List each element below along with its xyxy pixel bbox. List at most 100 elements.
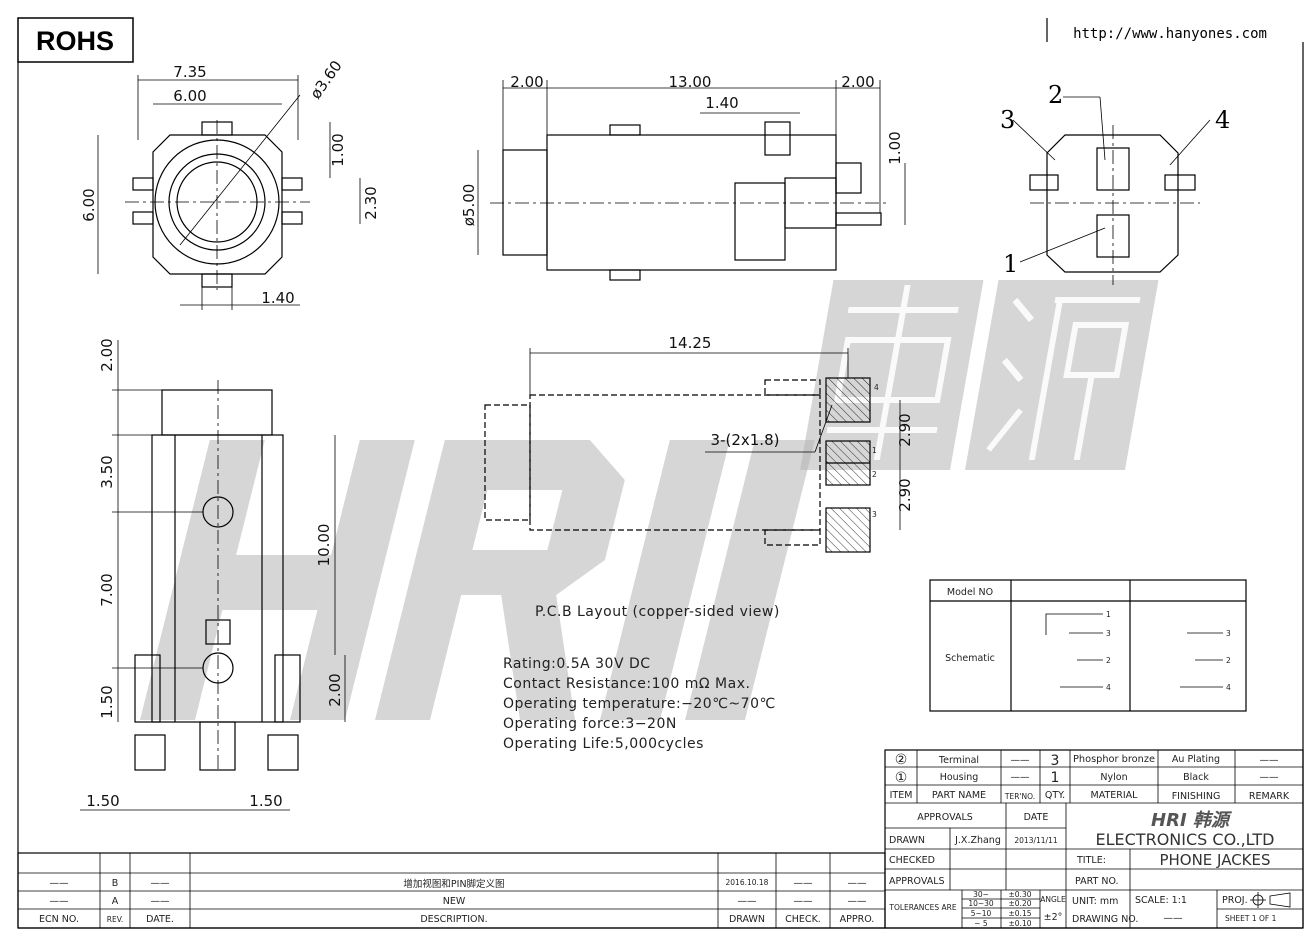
revisions-rows-1-rev: A	[112, 896, 119, 907]
bottom-view-d5: 10.00	[315, 524, 333, 567]
side-view-right: 2.00	[841, 73, 874, 91]
title-block-tolerances: TOLERANCES ARE	[888, 903, 957, 912]
side-view-pin: 1.40	[705, 94, 738, 112]
bottom-view-d6: 2.00	[326, 673, 344, 706]
bom-rows-0-remark: ——	[1260, 755, 1280, 766]
model-table-pins-a-0: 1	[1106, 610, 1111, 619]
watermark	[140, 280, 1159, 720]
bom-rows-1-qty: 1	[1051, 770, 1060, 786]
pcb-pin-labels-0: 4	[874, 383, 879, 392]
title-block-part-no: PART NO.	[1075, 876, 1119, 887]
end-view-pins-3: 4	[1215, 106, 1230, 134]
revisions-rows-0-date: ——	[151, 878, 171, 889]
title-block-tol-values-2: ±0.15	[1009, 909, 1032, 918]
revisions-headers-desc: DESCRIPTION.	[420, 914, 487, 925]
revisions-rows-1-date: ——	[151, 896, 171, 907]
bom-rows-0-qty: 3	[1051, 753, 1060, 769]
pcb-pin-labels-2: 2	[872, 470, 877, 479]
revisions-rows-0-desc: 增加视图和PIN脚定义图	[403, 878, 504, 890]
revisions-rows-0-rev: B	[112, 878, 119, 889]
revisions-rows-1-drawn: ——	[738, 896, 758, 907]
bom-rows-1-ter: ——	[1011, 772, 1031, 783]
title-block-angle: ANGLE	[1040, 895, 1066, 904]
title-block-angle-tol: ±2°	[1044, 912, 1063, 923]
end-view-pins-2: 3	[1000, 106, 1015, 134]
pcb-pin-labels-1: 1	[872, 446, 877, 455]
side-view: 2.00 13.00 2.00 1.40 ø5.00 1.00	[460, 73, 906, 281]
pcb-pitch1: 2.90	[896, 413, 914, 446]
revisions-rows-1-appro: ——	[848, 896, 868, 907]
ratings-4: Operating Life:5,000cycles	[503, 736, 704, 752]
bottom-view-d8: 1.50	[249, 792, 282, 810]
model-schematic-table: Model NO Schematic 1 3 2 4 3 2 4	[929, 579, 1247, 712]
title-block-drawn-by: J.X.Zhang	[954, 835, 1001, 846]
side-view-dia: ø5.00	[460, 184, 478, 227]
bom-rows-0-finish: Au Plating	[1172, 754, 1220, 765]
front-view-height: 6.00	[80, 188, 98, 221]
bom-rows-1-material: Nylon	[1100, 772, 1127, 783]
title-block: ② Terminal —— 3 Phosphor bronze Au Plati…	[884, 749, 1304, 929]
front-view-pitch: 2.30	[362, 186, 380, 219]
title-block-proj: PROJ.	[1222, 895, 1248, 906]
model-table-pins-a-2: 2	[1106, 656, 1111, 665]
revision-table: —— B —— 增加视图和PIN脚定义图 2016.10.18 —— —— ——…	[17, 852, 886, 929]
end-view-pins-0: 1	[1003, 250, 1018, 278]
title-block-checked: CHECKED	[889, 855, 935, 866]
model-table-pins-a-3: 4	[1106, 683, 1111, 692]
bom-headers-material: MATERIAL	[1091, 790, 1139, 801]
bom-headers-ter: TER'NO.	[1004, 792, 1035, 801]
bom-headers-finish: FINISHING	[1172, 791, 1221, 802]
revisions-rows-0-drawn: 2016.10.18	[726, 878, 769, 887]
bottom-view: 2.00 3.50 7.00 1.50 10.00 2.00 1.50 1.50	[80, 338, 346, 811]
front-view-w1: 7.35	[173, 63, 206, 81]
title-block-approvals: APPROVALS	[917, 812, 973, 823]
website-url: http://www.hanyones.com	[1073, 26, 1267, 42]
bom-rows-1-finish: Black	[1183, 772, 1209, 783]
end-view: 3 2 4 1	[1000, 81, 1230, 285]
projection-symbol-icon	[1250, 892, 1291, 908]
revisions-rows-0-ecn: ——	[50, 878, 70, 889]
bom-rows-0-material: Phosphor bronze	[1073, 754, 1155, 765]
pcb-length: 14.25	[669, 334, 712, 352]
title-block-approvals2: APPROVALS	[889, 876, 945, 887]
revisions-rows-1-ecn: ——	[50, 896, 70, 907]
side-view-pin-h: 1.00	[886, 131, 904, 164]
bottom-view-d7: 1.50	[86, 792, 119, 810]
revisions-rows-1-check: ——	[794, 896, 814, 907]
revisions-rows-1-desc: NEW	[443, 896, 466, 907]
model-table-model-label: Model NO	[947, 587, 993, 598]
title-block-title: PHONE JACKES	[1159, 851, 1270, 869]
front-view-w2: 6.00	[173, 87, 206, 105]
ratings-notes: Rating:0.5A 30V DC Contact Resistance:10…	[503, 656, 776, 752]
bottom-view-d4: 1.50	[98, 685, 116, 718]
front-view-tab-w: 1.40	[261, 289, 294, 307]
bom-rows-0-ter: ——	[1011, 755, 1031, 766]
pcb-pads: 3-(2x1.8)	[711, 431, 780, 449]
bom-rows-1-name: Housing	[940, 772, 979, 783]
revisions-headers-ecn: ECN NO.	[39, 914, 79, 925]
title-block-company: ELECTRONICS CO.,LTD	[1096, 830, 1275, 849]
revisions-headers-rev: REV.	[107, 915, 124, 924]
header-rohs: ROHS	[36, 26, 114, 56]
front-view: 7.35 6.00 ø3.60 1.00 2.30 6.00 1.40	[80, 57, 380, 310]
ratings-2: Operating temperature:−20℃~70℃	[503, 696, 776, 712]
company-logo: HRI 韩源	[1151, 810, 1233, 831]
side-view-body: 13.00	[669, 73, 712, 91]
rohs-badge: ROHS	[17, 17, 134, 63]
end-view-pins-1: 2	[1048, 81, 1063, 109]
model-table-pins-b-1: 2	[1226, 656, 1231, 665]
bom-rows-1-remark: ——	[1260, 772, 1280, 783]
model-table-pins-b-2: 4	[1226, 683, 1231, 692]
title-block-tol-ranges-1: 10~30	[968, 899, 994, 908]
pcb-layout: 14.25 3-(2x1.8) 2.90 2.90 4 1 2 3 P.C.B …	[484, 334, 914, 620]
title-block-tol-values-3: ±0.10	[1009, 919, 1032, 928]
pcb-pad-4	[825, 377, 871, 423]
title-block-drawn-date: 2013/11/11	[1014, 836, 1057, 845]
bom-rows-1-item: ①	[895, 770, 908, 786]
model-table-pins-b-0: 3	[1226, 629, 1231, 638]
bom-headers-qty: QTY.	[1045, 790, 1065, 801]
bom-headers-remark: REMARK	[1249, 791, 1290, 802]
pcb-pin-labels-3: 3	[872, 510, 877, 519]
ratings-0: Rating:0.5A 30V DC	[503, 656, 651, 672]
